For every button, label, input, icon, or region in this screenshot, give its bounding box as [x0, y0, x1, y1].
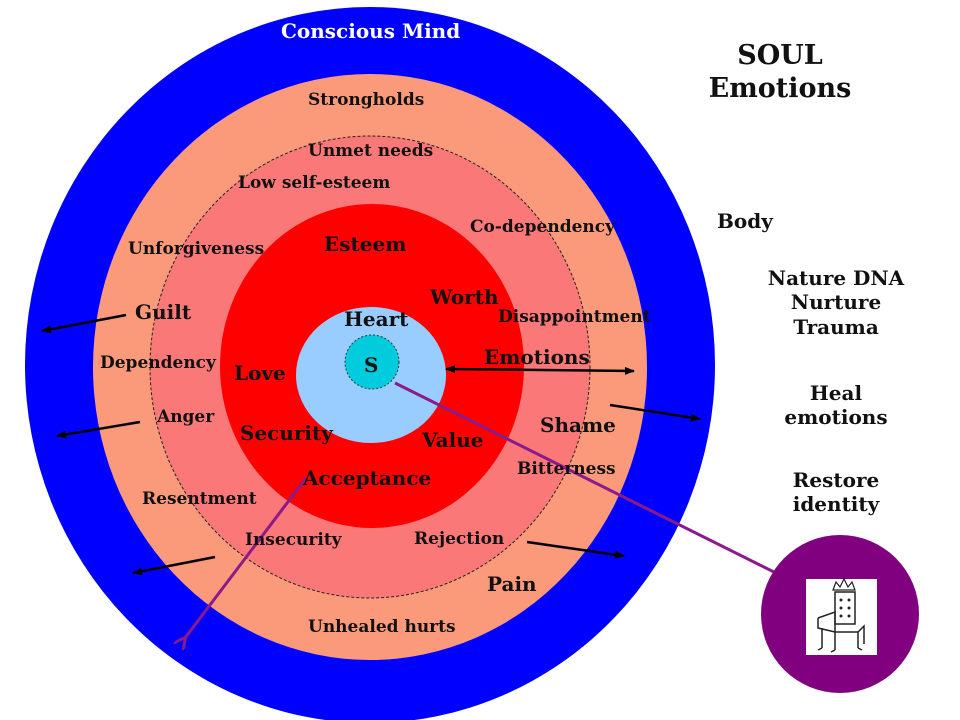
dependency-label: Dependency [100, 353, 216, 373]
arrow-shame [609, 403, 701, 422]
purple-arrow-acceptance [185, 477, 308, 638]
body-label: Body [717, 209, 773, 233]
throne-icon [806, 577, 877, 655]
esteem-label: Esteem [324, 232, 407, 256]
restore-line-2: identity [792, 492, 880, 517]
co-dependency-label: Co-dependency [470, 217, 615, 237]
conscious-mind-label: Conscious Mind [281, 19, 461, 43]
arrow-rejection [526, 540, 625, 559]
anger-label: Anger [157, 407, 215, 427]
arrow-guilt [41, 313, 127, 334]
unhealed-hurts-label: Unhealed hurts [308, 617, 456, 637]
heal-line-1: Heal [809, 381, 863, 405]
value-label: Value [422, 428, 484, 452]
unforgiveness-label: Unforgiveness [128, 239, 265, 259]
restore-line-1: Restore [792, 468, 880, 492]
arrow-anger [56, 420, 141, 439]
heal-line-2: emotions [784, 405, 888, 430]
title-line-1: SOUL [737, 40, 823, 71]
restore-identity: Restore identity [756, 468, 916, 517]
spirit-circle [344, 334, 400, 390]
worth-label: Worth [430, 285, 499, 309]
insecurity-label: Insecurity [245, 530, 342, 550]
spirit-label: S [364, 353, 379, 377]
arrow-emotions [445, 365, 635, 375]
heal-emotions: Heal emotions [756, 381, 916, 430]
nature-nurture-trauma: Nature DNA Nurture Trauma [756, 266, 916, 339]
title-line-2: Emotions [708, 72, 852, 104]
trauma-label: Trauma [793, 314, 879, 339]
nature-dna-label: Nature DNA [767, 266, 905, 290]
unmet-needs-label: Unmet needs [308, 141, 434, 161]
guilt-label: Guilt [135, 300, 192, 324]
rejection-label: Rejection [414, 529, 505, 549]
acceptance-label: Acceptance [303, 466, 432, 490]
emotions-label: Emotions [484, 345, 590, 369]
resentment-label: Resentment [142, 489, 257, 509]
heart-label: Heart [344, 307, 409, 331]
page-title: SOUL Emotions [700, 40, 860, 106]
nurture-label: Nurture [790, 290, 882, 315]
love-label: Love [234, 361, 286, 385]
purple-line-to-throne [394, 381, 791, 582]
pain-label: Pain [487, 572, 537, 596]
low-self-esteem-label: Low self-esteem [238, 173, 391, 193]
disappointment-label: Disappointment [498, 307, 651, 327]
arrow-resentment [132, 555, 216, 576]
shame-label: Shame [540, 413, 616, 437]
strongholds-label: Strongholds [308, 90, 425, 110]
bitterness-label: Bitterness [517, 459, 616, 479]
security-label: Security [240, 421, 333, 445]
